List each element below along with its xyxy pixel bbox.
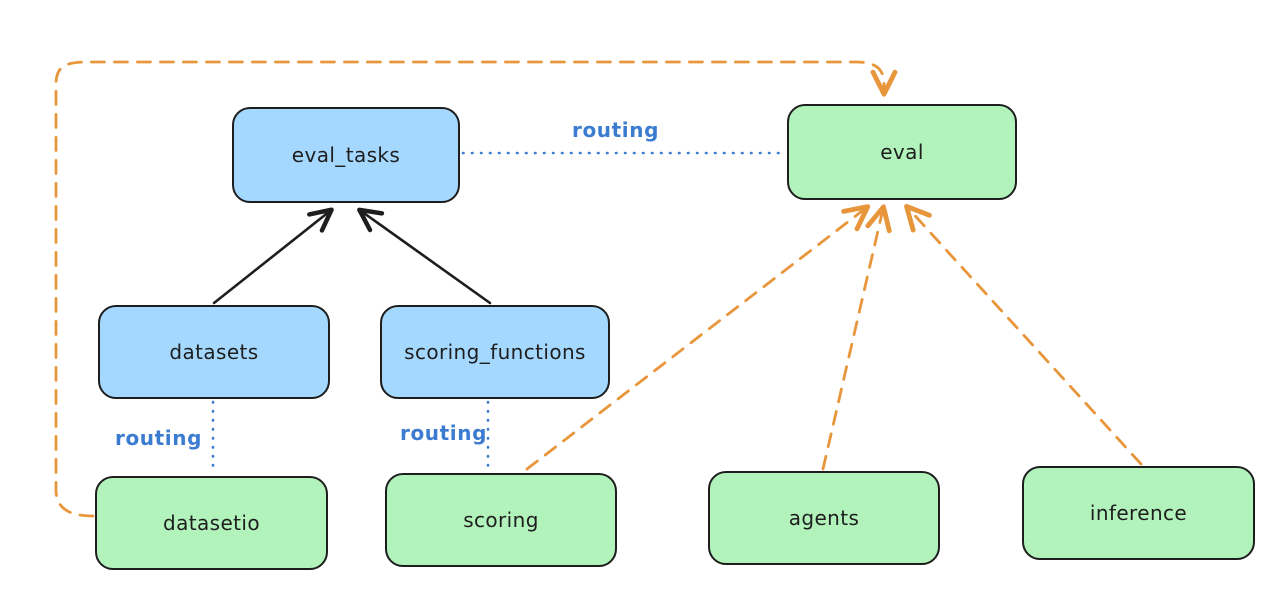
routing-label-eval-tasks-eval: routing (572, 118, 660, 142)
edge-scoring-to-eval (525, 204, 871, 471)
node-datasetio-label: datasetio (162, 511, 260, 535)
node-scoring-label: scoring (463, 508, 539, 532)
node-eval: eval (787, 104, 1017, 200)
routing-label-datasets-datasetio: routing (115, 426, 203, 450)
node-datasets-label: datasets (169, 340, 259, 364)
node-inference-label: inference (1089, 501, 1188, 525)
edge-datasets-to-eval-tasks (212, 207, 334, 305)
edge-inference-to-eval (904, 203, 1143, 466)
node-eval-tasks: eval_tasks (232, 107, 460, 203)
edge-datasetio-to-eval (54, 60, 898, 518)
node-agents-label: agents (788, 506, 860, 530)
node-scoring-functions-label: scoring_functions (404, 340, 586, 364)
node-datasetio: datasetio (95, 476, 328, 570)
node-eval-tasks-label: eval_tasks (291, 143, 401, 167)
routing-label-scoring-functions-scoring: routing (400, 421, 488, 445)
node-scoring: scoring (385, 473, 617, 567)
node-scoring-functions: scoring_functions (380, 305, 610, 399)
node-datasets: datasets (98, 305, 330, 399)
node-agents: agents (708, 471, 940, 565)
edge-agents-to-eval (821, 204, 892, 471)
node-inference: inference (1022, 466, 1255, 560)
node-eval-label: eval (880, 140, 924, 164)
edge-scoring-functions-to-eval-tasks (357, 207, 492, 305)
